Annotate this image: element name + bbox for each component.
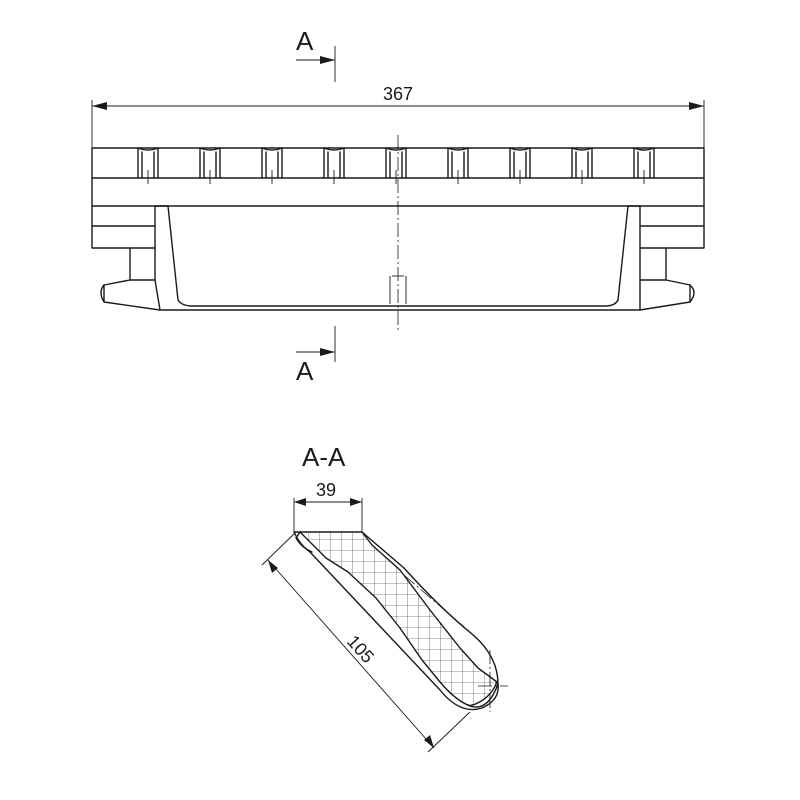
trough-body <box>91 205 705 311</box>
rib-notch <box>137 147 159 179</box>
rib-notch <box>509 147 531 179</box>
section-label-bottom: A <box>296 356 314 386</box>
section-length-label: 105 <box>343 631 378 667</box>
overall-length-dimension: 367 <box>91 84 705 150</box>
rib-notch <box>323 147 345 179</box>
section-marker-top: A <box>296 26 336 82</box>
section-view: A-A 39 <box>261 442 508 753</box>
rib-notch <box>261 147 283 179</box>
ribbed-top-bar <box>91 147 705 207</box>
front-view: A 367 <box>91 26 705 386</box>
rib-notch <box>385 147 407 179</box>
section-width-dimension: 39 <box>293 480 363 532</box>
section-width-label: 39 <box>316 480 336 500</box>
hatched-profile <box>293 531 508 712</box>
rib-notch <box>447 147 469 179</box>
rib-notch <box>633 147 655 179</box>
rib-notch <box>199 147 221 179</box>
rib-notch <box>571 147 593 179</box>
section-title: A-A <box>302 442 346 472</box>
overall-length-label: 367 <box>383 84 413 104</box>
section-label-top: A <box>296 26 314 56</box>
section-marker-bottom: A <box>296 326 336 386</box>
